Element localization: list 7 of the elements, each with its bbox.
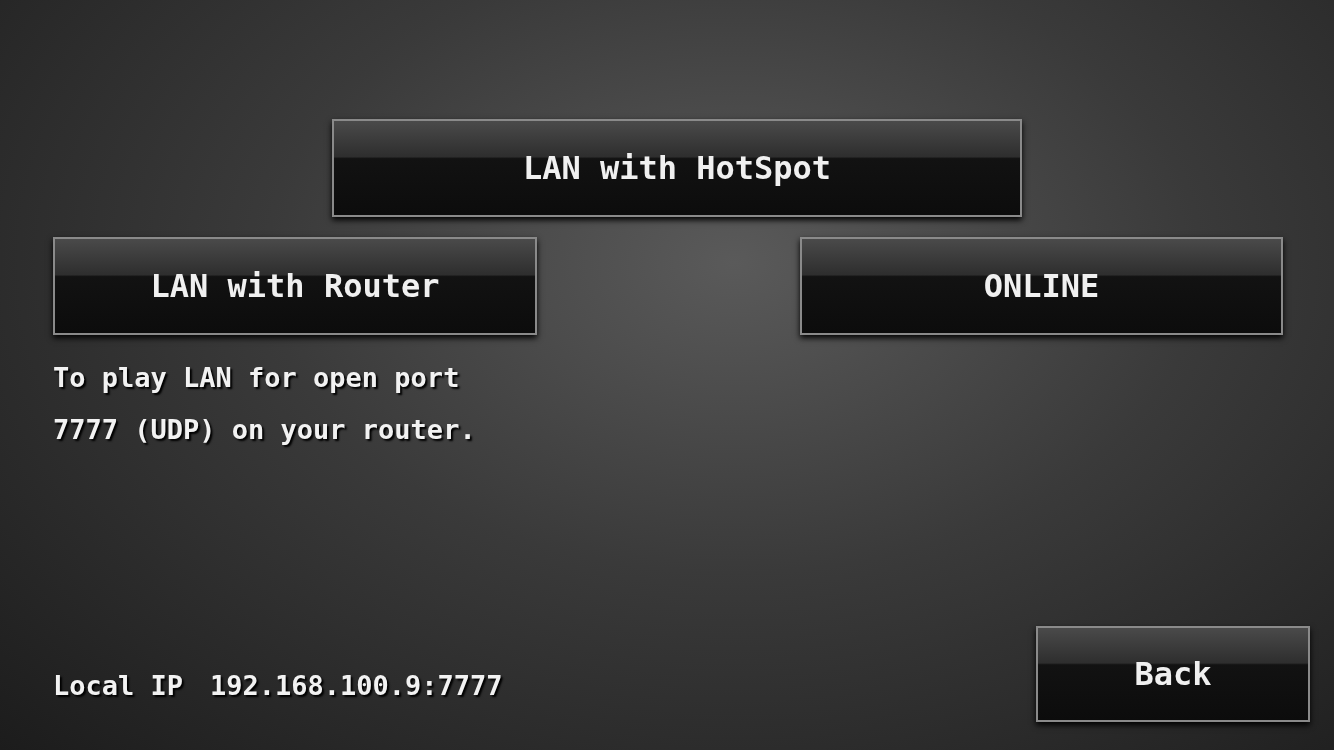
menu-button: ONLINE bbox=[800, 237, 1283, 335]
menu-button: LAN with Router bbox=[53, 237, 537, 335]
ip-label: Local IP bbox=[53, 669, 184, 703]
ip-address-text: 192.168.100.9:7777 bbox=[210, 669, 503, 703]
instruction-text: To play LAN for open port 7777 (UDP) on your router. bbox=[53, 361, 477, 447]
menu-button: Back bbox=[1036, 626, 1310, 722]
menu-button: LAN with HotSpot bbox=[332, 119, 1022, 217]
